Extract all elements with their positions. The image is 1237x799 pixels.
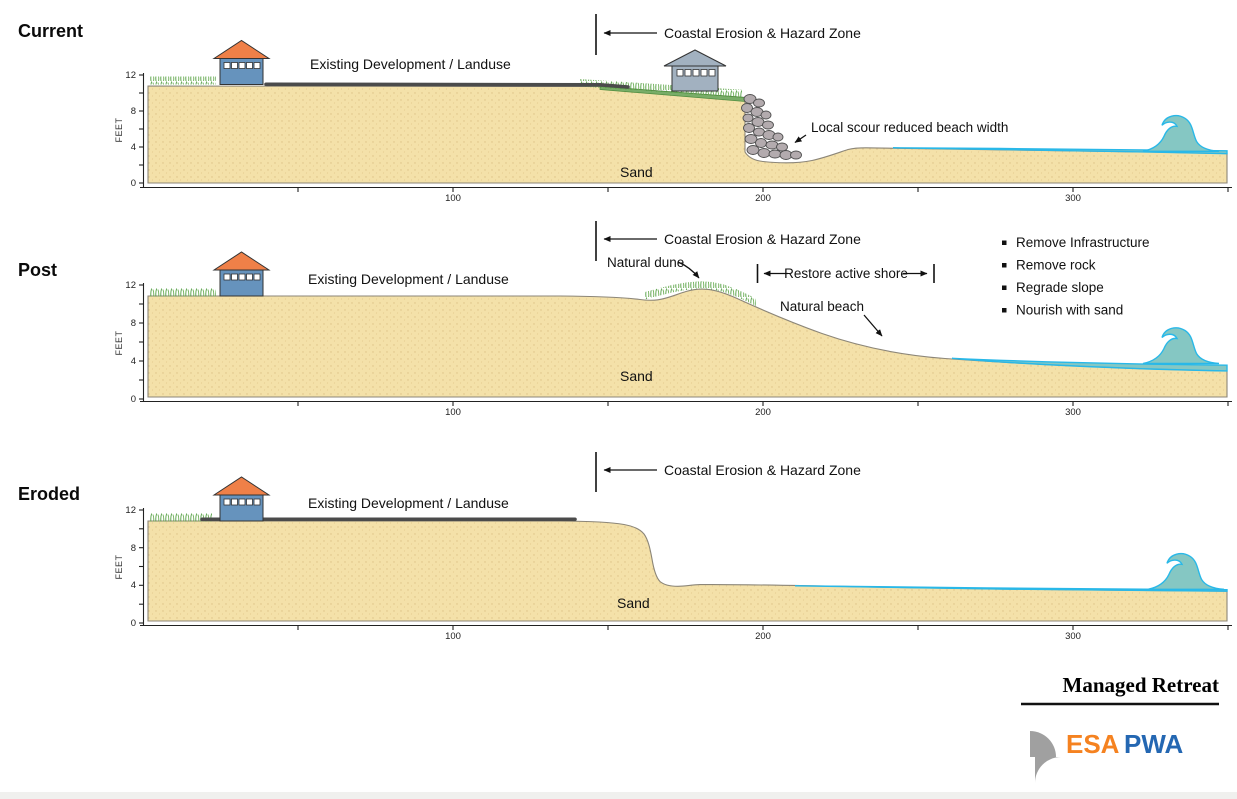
xtick: 200 bbox=[755, 193, 771, 204]
panel-current: Current bbox=[18, 14, 1232, 204]
axes-post: 12 8 4 0 FEET 100 200 300 bbox=[114, 280, 1232, 418]
xtick: 100 bbox=[445, 407, 461, 418]
xtick: 300 bbox=[1065, 193, 1081, 204]
natural-beach-callout: Natural beach bbox=[780, 299, 883, 337]
grass-left bbox=[150, 288, 216, 297]
action-list: Remove Infrastructure Remove rock Regrad… bbox=[1002, 235, 1150, 318]
restore-shore-label: Restore active shore bbox=[784, 266, 908, 281]
xtick: 100 bbox=[445, 193, 461, 204]
scour-label: Local scour reduced beach width bbox=[811, 120, 1008, 135]
panel-title-post: Post bbox=[18, 260, 57, 280]
natural-beach-label: Natural beach bbox=[780, 299, 864, 314]
panel-eroded: Eroded 12 8 4 0 FEET 100 bbox=[18, 452, 1232, 642]
hazard-zone-callout: Coastal Erosion & Hazard Zone bbox=[595, 14, 861, 55]
axes-eroded: 12 8 4 0 FEET 100 200 300 bbox=[114, 505, 1232, 642]
hazard-zone-label: Coastal Erosion & Hazard Zone bbox=[664, 462, 861, 478]
ocean-water bbox=[951, 357, 1228, 372]
xtick: 200 bbox=[755, 407, 771, 418]
y-axis-title: FEET bbox=[114, 554, 124, 579]
breaking-wave-icon bbox=[1147, 552, 1225, 590]
sand-label: Sand bbox=[620, 368, 653, 384]
sand-label: Sand bbox=[620, 164, 653, 180]
ytick: 0 bbox=[131, 618, 136, 629]
restore-shore-callout: Restore active shore bbox=[756, 264, 935, 283]
grass-slope bbox=[580, 79, 742, 98]
house-gray bbox=[663, 49, 727, 92]
panel-title-current: Current bbox=[18, 21, 83, 41]
grass-left bbox=[150, 76, 216, 85]
esa-pwa-logo-icon bbox=[1030, 731, 1061, 783]
hazard-zone-callout: Coastal Erosion & Hazard Zone bbox=[595, 221, 861, 261]
ocean-water bbox=[794, 585, 1228, 592]
hazard-zone-label: Coastal Erosion & Hazard Zone bbox=[664, 231, 861, 247]
house-orange bbox=[213, 251, 270, 297]
y-axis-title: FEET bbox=[114, 330, 124, 355]
panel-post: Post 12 8 4 0 FEET 100 bbox=[18, 221, 1232, 418]
breaking-wave-icon bbox=[1142, 114, 1220, 153]
bottom-edge-strip bbox=[0, 792, 1237, 799]
action-item: Regrade slope bbox=[1016, 280, 1104, 295]
ytick: 12 bbox=[125, 505, 136, 516]
title-block: Managed Retreat ESA PWA bbox=[1021, 673, 1219, 783]
house-orange bbox=[213, 476, 270, 522]
ytick: 4 bbox=[131, 580, 136, 591]
bullet-icon bbox=[1002, 308, 1007, 313]
rock-revetment bbox=[741, 94, 802, 160]
sand-profile-eroded bbox=[147, 520, 1228, 622]
house-orange bbox=[213, 40, 270, 85]
y-axis-title: FEET bbox=[114, 117, 124, 142]
hazard-zone-callout: Coastal Erosion & Hazard Zone bbox=[595, 452, 861, 492]
natural-dune-label: Natural dune bbox=[607, 255, 684, 270]
action-item: Remove Infrastructure bbox=[1016, 235, 1150, 250]
xtick: 100 bbox=[445, 631, 461, 642]
existing-development-label: Existing Development / Landuse bbox=[308, 271, 509, 287]
bullet-icon bbox=[1002, 240, 1007, 245]
ytick: 0 bbox=[131, 178, 136, 189]
ytick: 8 bbox=[131, 543, 136, 554]
ytick: 12 bbox=[125, 70, 136, 81]
road bbox=[264, 82, 630, 89]
hazard-zone-label: Coastal Erosion & Hazard Zone bbox=[664, 25, 861, 41]
xtick: 300 bbox=[1065, 407, 1081, 418]
logo-text-esa: ESA bbox=[1066, 729, 1120, 759]
action-item: Nourish with sand bbox=[1016, 303, 1123, 318]
ytick: 0 bbox=[131, 394, 136, 405]
bullet-icon bbox=[1002, 263, 1007, 268]
existing-development-label: Existing Development / Landuse bbox=[308, 495, 509, 511]
grass-left bbox=[150, 513, 212, 522]
ytick: 12 bbox=[125, 280, 136, 291]
sand-label: Sand bbox=[617, 595, 650, 611]
bullet-icon bbox=[1002, 285, 1007, 290]
sheet-title: Managed Retreat bbox=[1063, 673, 1220, 697]
axes-current: 12 8 4 0 FEET 100 200 300 bbox=[114, 70, 1232, 204]
panel-title-eroded: Eroded bbox=[18, 484, 80, 504]
ytick: 4 bbox=[131, 142, 136, 153]
ytick: 4 bbox=[131, 356, 136, 367]
logo-text-pwa: PWA bbox=[1124, 729, 1183, 759]
xtick: 200 bbox=[755, 631, 771, 642]
xtick: 300 bbox=[1065, 631, 1081, 642]
ytick: 8 bbox=[131, 106, 136, 117]
grass-dune bbox=[645, 281, 756, 306]
existing-development-label: Existing Development / Landuse bbox=[310, 56, 511, 72]
breaking-wave-icon bbox=[1142, 327, 1220, 365]
action-item: Remove rock bbox=[1016, 258, 1096, 273]
sand-profile-current bbox=[147, 85, 1228, 184]
scour-callout: Local scour reduced beach width bbox=[794, 120, 1008, 144]
ytick: 8 bbox=[131, 318, 136, 329]
natural-dune-callout: Natural dune bbox=[607, 255, 700, 279]
